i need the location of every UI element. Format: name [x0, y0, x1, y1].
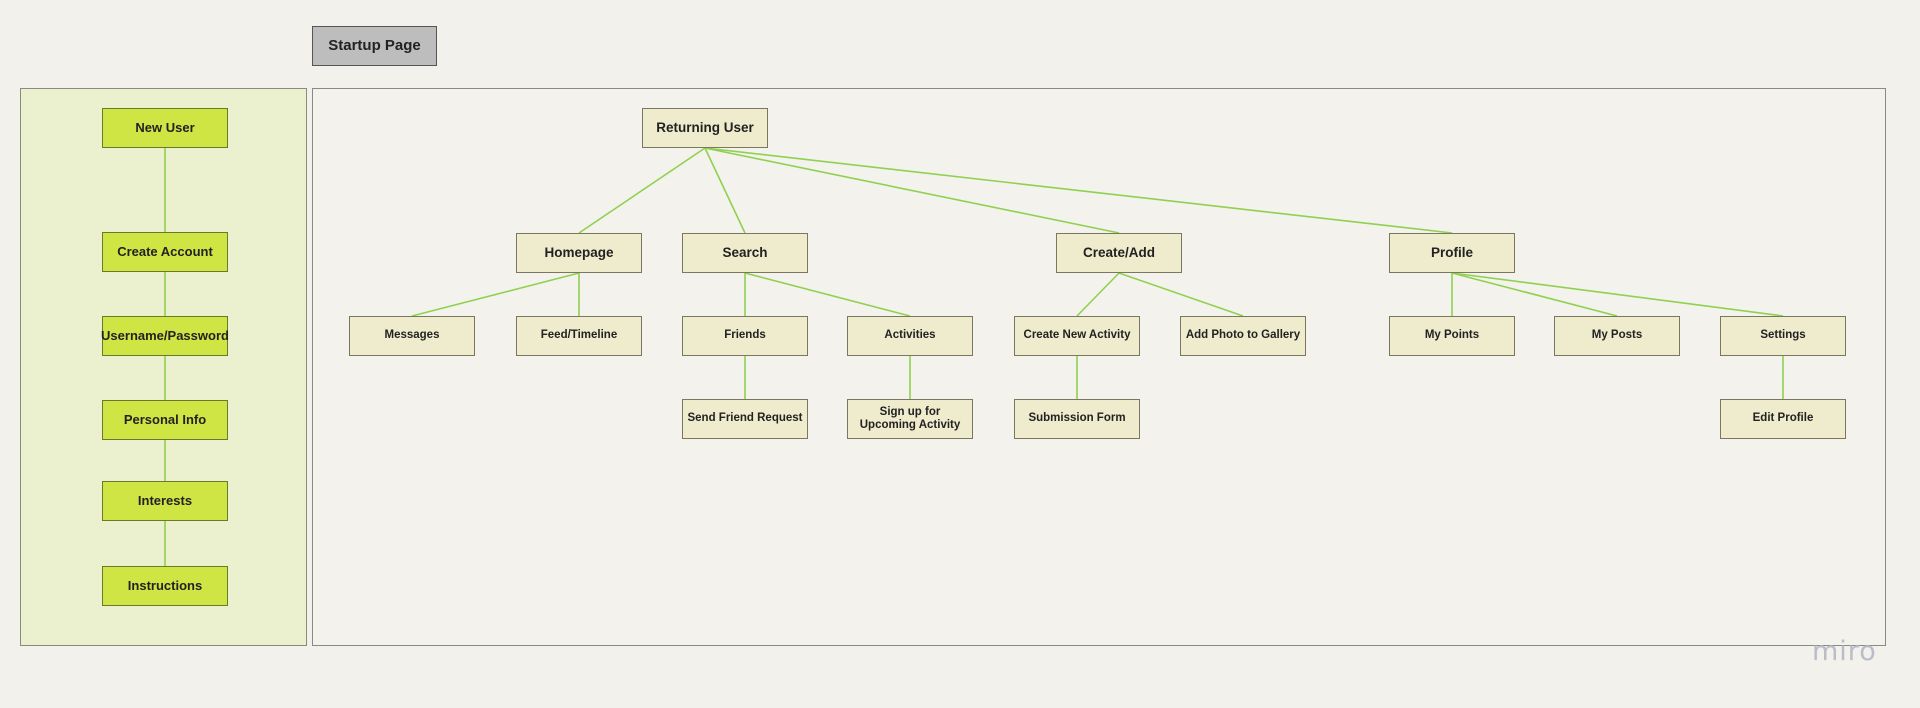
new-user-panel	[20, 88, 307, 646]
interests-node[interactable]: Interests	[102, 481, 228, 521]
username-password-node[interactable]: Username/Password	[101, 316, 229, 356]
personal-info-node[interactable]: Personal Info	[102, 400, 228, 440]
send-friend-request-node[interactable]: Send Friend Request	[682, 399, 808, 439]
my-points-node[interactable]: My Points	[1389, 316, 1515, 356]
create-account-node[interactable]: Create Account	[102, 232, 228, 272]
messages-node[interactable]: Messages	[349, 316, 475, 356]
returning-user-panel	[312, 88, 1886, 646]
activities-node[interactable]: Activities	[847, 316, 973, 356]
returning-user-node[interactable]: Returning User	[642, 108, 768, 148]
feed-timeline-node[interactable]: Feed/Timeline	[516, 316, 642, 356]
friends-node[interactable]: Friends	[682, 316, 808, 356]
add-photo-to-gallery-node[interactable]: Add Photo to Gallery	[1180, 316, 1306, 356]
startup-page-node[interactable]: Startup Page	[312, 26, 437, 66]
edit-profile-node[interactable]: Edit Profile	[1720, 399, 1846, 439]
my-posts-node[interactable]: My Posts	[1554, 316, 1680, 356]
instructions-node[interactable]: Instructions	[102, 566, 228, 606]
new-user-node[interactable]: New User	[102, 108, 228, 148]
submission-form-node[interactable]: Submission Form	[1014, 399, 1140, 439]
homepage-node[interactable]: Homepage	[516, 233, 642, 273]
settings-node[interactable]: Settings	[1720, 316, 1846, 356]
miro-watermark: miro	[1812, 636, 1877, 667]
profile-node[interactable]: Profile	[1389, 233, 1515, 273]
search-node[interactable]: Search	[682, 233, 808, 273]
sign-up-upcoming-activity-node[interactable]: Sign up for Upcoming Activity	[847, 399, 973, 439]
create-add-node[interactable]: Create/Add	[1056, 233, 1182, 273]
create-new-activity-node[interactable]: Create New Activity	[1014, 316, 1140, 356]
